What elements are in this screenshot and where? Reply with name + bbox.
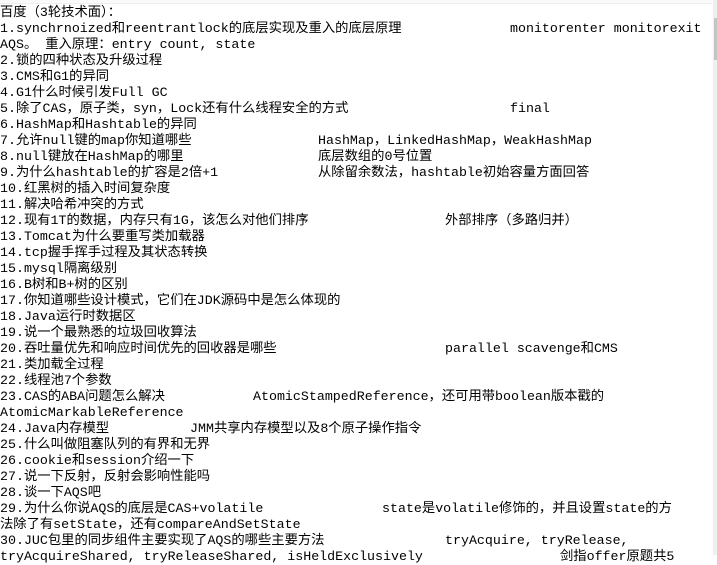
question-text: 30.JUC包里的同步组件主要实现了AQS的哪些主要方法: [0, 533, 325, 548]
question-text: 2.锁的四种状态及升级过程: [0, 53, 163, 68]
question-text: 29.为什么你说AQS的底层是CAS+volatile: [0, 501, 264, 516]
question-text: 27.说一下反射，反射会影响性能吗: [0, 469, 211, 484]
question-text: 12.现有1T的数据，内存只有1G，该怎么对他们排序: [0, 213, 309, 228]
question-line: 14.tcp握手挥手过程及其状态转换: [0, 245, 712, 261]
question-text: 26.cookie和session介绍一下: [0, 453, 195, 468]
question-text: 14.tcp握手挥手过程及其状态转换: [0, 245, 208, 260]
question-line: 4.G1什么时候引发Full GC: [0, 85, 712, 101]
question-text: 20.吞吐量优先和响应时间优先的回收器是哪些: [0, 341, 277, 356]
question-line: 9.为什么hashtable的扩容是2倍+1 从除留余数法，hashtable初始…: [0, 165, 712, 181]
question-line: 7.允许null键的map你知道哪些 HashMap，LinkedHashMap，…: [0, 133, 712, 149]
answer-text: final: [510, 101, 550, 116]
document-body: 百度（3轮技术面）： 1.synchrnoized和reentrantlock的…: [0, 5, 712, 565]
question-line: 26.cookie和session介绍一下: [0, 453, 712, 469]
answer-text: AtomicStampedReference，还可用带boolean版本戳的: [253, 389, 605, 404]
question-line: 13.Tomcat为什么要重写类加载器: [0, 229, 712, 245]
question-line: 6.HashMap和Hashtable的异同: [0, 117, 712, 133]
question-text: 1.synchrnoized和reentrantlock的底层实现及重入的底层原…: [0, 21, 402, 36]
question-line: 3.CMS和G1的异同: [0, 69, 712, 85]
question-line: 30.JUC包里的同步组件主要实现了AQS的哪些主要方法 tryAcquire, …: [0, 533, 712, 549]
question-line: AtomicMarkableReference: [0, 405, 712, 421]
question-text: AtomicMarkableReference: [0, 405, 184, 420]
question-line: 24.Java内存模型 JMM共享内存模型以及8个原子操作指令: [0, 421, 712, 437]
question-text: 4.G1什么时候引发Full GC: [0, 85, 168, 100]
question-line: 15.mysql隔离级别: [0, 261, 712, 277]
document-title: 百度（3轮技术面）：: [0, 5, 122, 20]
answer-text: JMM共享内存模型以及8个原子操作指令: [190, 421, 422, 436]
answer-text: tryAcquire, tryRelease,: [445, 533, 629, 548]
question-text: 25.什么叫做阻塞队列的有界和无界: [0, 437, 211, 452]
question-line: 1.synchrnoized和reentrantlock的底层实现及重入的底层原…: [0, 21, 712, 37]
question-text: 法除了有setState，还有compareAndSetState: [0, 517, 301, 532]
answer-text: 剑指offer原题共5: [560, 549, 675, 564]
question-text: AQS。 重入原理：entry count, state: [0, 37, 256, 52]
question-text: 23.CAS的ABA问题怎么解决: [0, 389, 165, 404]
question-text: 22.线程池7个参数: [0, 373, 112, 388]
question-line: AQS。 重入原理：entry count, state: [0, 37, 712, 53]
question-line: 28.谈一下AQS吧: [0, 485, 712, 501]
question-text: 28.谈一下AQS吧: [0, 485, 102, 500]
question-text: 3.CMS和G1的异同: [0, 69, 110, 84]
question-text: 6.HashMap和Hashtable的异同: [0, 117, 197, 132]
question-line: 21.类加载全过程: [0, 357, 712, 373]
answer-text: monitorenter monitorexit: [510, 21, 702, 36]
question-text: 13.Tomcat为什么要重写类加载器: [0, 229, 205, 244]
question-text: 7.允许null键的map你知道哪些: [0, 133, 192, 148]
question-line: 法除了有setState，还有compareAndSetState: [0, 517, 712, 533]
answer-text: 从除留余数法，hashtable初始容量方面回答: [318, 165, 590, 180]
question-line: 11.解决哈希冲突的方式: [0, 197, 712, 213]
question-line: 5.除了CAS，原子类，syn，Lock还有什么线程安全的方式 final: [0, 101, 712, 117]
question-text: 9.为什么hashtable的扩容是2倍+1: [0, 165, 219, 180]
answer-text: 底层数组的0号位置: [318, 149, 433, 164]
question-line: 18.Java运行时数据区: [0, 309, 712, 325]
answer-text: HashMap，LinkedHashMap，WeakHashMap: [318, 133, 592, 148]
question-line: 2.锁的四种状态及升级过程: [0, 53, 712, 69]
question-text: 8.null键放在HashMap的哪里: [0, 149, 184, 164]
question-line: 25.什么叫做阻塞队列的有界和无界: [0, 437, 712, 453]
question-line: 29.为什么你说AQS的底层是CAS+volatile state是volatil…: [0, 501, 712, 517]
answer-text: parallel scavenge和CMS: [445, 341, 618, 356]
question-line: 10.红黑树的插入时间复杂度: [0, 181, 712, 197]
question-text: 10.红黑树的插入时间复杂度: [0, 181, 171, 196]
question-line: 19.说一个最熟悉的垃圾回收算法: [0, 325, 712, 341]
question-line: 12.现有1T的数据，内存只有1G，该怎么对他们排序 外部排序（多路归并）: [0, 213, 712, 229]
vertical-scrollbar[interactable]: [713, 0, 717, 555]
question-line: 23.CAS的ABA问题怎么解决 AtomicStampedReference，还…: [0, 389, 712, 405]
previous-content-edge: [0, 0, 712, 4]
question-text: 18.Java运行时数据区: [0, 309, 136, 324]
question-text: 5.除了CAS，原子类，syn，Lock还有什么线程安全的方式: [0, 101, 349, 116]
answer-text: 外部排序（多路归并）: [445, 213, 578, 228]
question-line: 8.null键放在HashMap的哪里 底层数组的0号位置: [0, 149, 712, 165]
question-text: 21.类加载全过程: [0, 357, 104, 372]
question-text: 19.说一个最熟悉的垃圾回收算法: [0, 325, 197, 340]
question-line: 17.你知道哪些设计模式，它们在JDK源码中是怎么体现的: [0, 293, 712, 309]
question-text: 16.B树和B+树的区别: [0, 277, 128, 292]
answer-text: state是volatile修饰的，并且设置state的方: [382, 501, 672, 516]
question-line: 22.线程池7个参数: [0, 373, 712, 389]
question-text: 17.你知道哪些设计模式，它们在JDK源码中是怎么体现的: [0, 293, 341, 308]
question-text: 15.mysql隔离级别: [0, 261, 118, 276]
question-line: 20.吞吐量优先和响应时间优先的回收器是哪些 parallel scavenge和…: [0, 341, 712, 357]
question-text: 11.解决哈希冲突的方式: [0, 197, 144, 212]
question-text: tryAcquireShared, tryReleaseShared, isHe…: [0, 549, 423, 564]
question-line: tryAcquireShared, tryReleaseShared, isHe…: [0, 549, 712, 565]
question-line: 27.说一下反射，反射会影响性能吗: [0, 469, 712, 485]
question-line: 16.B树和B+树的区别: [0, 277, 712, 293]
scrollbar-thumb[interactable]: [714, 18, 717, 60]
question-text: 24.Java内存模型: [0, 421, 110, 436]
